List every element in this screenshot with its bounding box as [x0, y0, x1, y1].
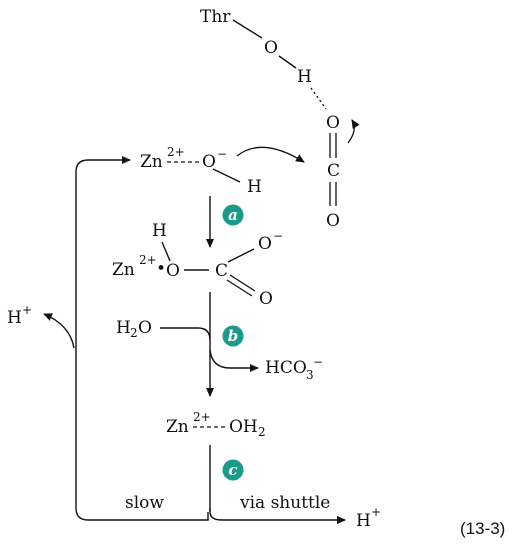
intermediate-bottom-oxygen: O [259, 289, 273, 309]
right-proton-charge: + [371, 505, 381, 519]
proton-release-arrow [43, 313, 75, 349]
thr-hydrogen: H [297, 67, 312, 87]
zn-water-zinc: Zn [166, 417, 189, 437]
intermediate-hydrogen: H [152, 221, 167, 241]
thr-o-bond [232, 19, 263, 39]
intermediate-o-h-bond [161, 241, 171, 262]
zn-water-sub: 2 [258, 425, 266, 439]
left-proton-charge: + [22, 303, 32, 317]
zn-water-charge: 2+ [193, 410, 211, 424]
intermediate-minus: − [273, 229, 283, 243]
thr-label: Thr [200, 7, 231, 27]
o-h-bond [278, 55, 297, 69]
slow-label: slow [125, 493, 164, 513]
regeneration-arrow [75, 156, 209, 521]
zn-hydroxide-minus: − [217, 147, 227, 161]
water-o: O [138, 318, 152, 338]
water-h: H [116, 318, 131, 338]
co2-carbon: C [327, 161, 340, 181]
bicarbonate-sub: 3 [306, 368, 314, 382]
hydrogen-bond-to-co2 [310, 87, 327, 110]
step-a-badge [222, 204, 244, 226]
intermediate-oxygen: O [166, 261, 180, 281]
equation-number: (13-3) [460, 519, 505, 538]
zn-hydroxide-hydrogen: H [247, 177, 262, 197]
intermediate-dot: • [156, 259, 166, 279]
water-sub: 2 [130, 326, 138, 340]
intermediate-charge: 2+ [139, 253, 157, 267]
step-b-badge [222, 325, 244, 347]
zn-hydroxide-oxygen: O [202, 152, 216, 172]
co2-bottom-oxygen: O [326, 211, 340, 231]
c-o-minus-bond [227, 248, 255, 263]
bicarbonate-out-arrow [209, 349, 259, 372]
nucleophilic-attack-arrow [236, 146, 305, 163]
c-o-double-bond-2 [226, 279, 253, 297]
hydroxide-o-h-bond [212, 168, 241, 183]
via-shuttle-label: via shuttle [239, 493, 330, 513]
water-in-arrow [160, 327, 211, 341]
step-a-label: a [228, 206, 238, 224]
bicarbonate-minus: − [313, 355, 323, 369]
left-proton: H [7, 308, 22, 328]
thr-oxygen: O [264, 38, 278, 58]
right-proton: H [356, 511, 371, 531]
bicarbonate-label: HCO [265, 358, 307, 378]
zn-hydroxide-zinc: Zn [140, 152, 163, 172]
zn-hydroxide-charge: 2+ [167, 145, 185, 159]
c-o-double-bond-1 [229, 274, 256, 292]
intermediate-zinc: Zn [112, 260, 135, 280]
step-c-badge [222, 459, 244, 481]
intermediate-carbon: C [215, 261, 228, 281]
co2-electron-arrow [347, 119, 360, 144]
zn-water-oh: OH [229, 417, 258, 437]
step-c-label: c [228, 461, 237, 479]
shuttle-arrow [209, 508, 346, 524]
step-b-label: b [228, 327, 239, 345]
co2-top-oxygen: O [326, 113, 340, 133]
intermediate-top-oxygen: O [258, 234, 272, 254]
